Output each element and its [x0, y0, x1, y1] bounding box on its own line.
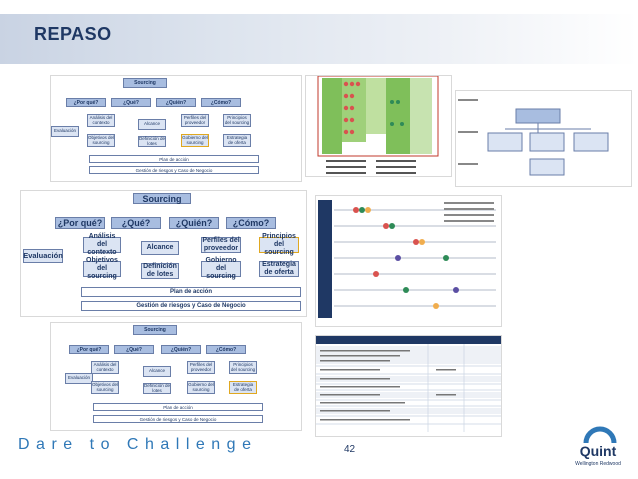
scope-box: Alcance	[143, 366, 171, 377]
org-chart-thumbnail	[455, 90, 632, 187]
slide-title: REPASO	[34, 24, 112, 44]
logo-arc-icon	[583, 426, 617, 444]
objectives-box: Objetivos del sourcing	[83, 257, 121, 280]
question-how: ¿Cómo?	[206, 345, 246, 354]
risk-bar: Gestión de riesgos y Caso de Negocio	[81, 301, 301, 311]
action-plan-bar: Plan de acción	[81, 287, 301, 297]
principles-box: Principios del sourcing	[223, 114, 251, 127]
lots-box: Definición de lotes	[143, 382, 171, 394]
quint-logo: Quint Wellington Redwood	[566, 415, 630, 473]
governance-box: Gobierno del sourcing	[187, 381, 215, 394]
org-chart-graphic	[458, 99, 609, 176]
context-box: Análisis del contexto	[83, 233, 121, 256]
offer-strategy-box: Estrategia de oferta	[259, 261, 299, 277]
matrix-thumbnail	[305, 75, 452, 177]
governance-box: Gobierno del sourcing	[181, 134, 209, 147]
evaluation-box: Evaluación	[51, 126, 79, 137]
lots-box: Definición de lotes	[141, 263, 179, 279]
supplier-profile-box: Perfiles del proveedor	[187, 361, 215, 374]
action-plan-bar: Plan de acción	[89, 155, 259, 163]
lots-box: Definición de lotes	[138, 135, 166, 147]
question-why: ¿Por qué?	[66, 98, 106, 107]
supplier-profile-box: Perfiles del proveedor	[181, 114, 209, 127]
context-box: Análisis del contexto	[87, 114, 115, 127]
framework-header: Sourcing	[123, 78, 167, 88]
offer-strategy-box: Estrategia de oferta	[229, 381, 257, 394]
question-what: ¿Qué?	[114, 345, 154, 354]
objectives-box: Objetivos del sourcing	[87, 134, 115, 147]
principles-box: Principios del sourcing	[259, 233, 299, 256]
title-bar	[0, 14, 638, 64]
objectives-box: Objetivos del sourcing	[91, 381, 119, 394]
question-how: ¿Cómo?	[226, 217, 276, 229]
matrix-graphic	[317, 75, 439, 174]
framework-thumbnail-top: Sourcing ¿Por qué? ¿Qué? ¿Quién? ¿Cómo? …	[50, 75, 302, 182]
question-why: ¿Por qué?	[69, 345, 109, 354]
logo-subtext: Wellington Redwood	[575, 461, 621, 467]
question-who: ¿Quién?	[156, 98, 196, 107]
question-what: ¿Qué?	[111, 217, 161, 229]
framework-thumbnail-bottom: Sourcing ¿Por qué? ¿Qué? ¿Quién? ¿Cómo? …	[50, 322, 302, 431]
principles-box: Principios del sourcing	[229, 361, 257, 374]
logo-text: Quint	[579, 443, 617, 459]
action-plan-bar: Plan de acción	[93, 403, 263, 411]
roadmap-thumbnail	[315, 195, 502, 327]
framework-main: Sourcing ¿Por qué? ¿Qué? ¿Quién? ¿Cómo? …	[20, 190, 307, 317]
risk-bar: Gestión de riesgos y Caso de Negocio	[89, 166, 259, 174]
question-why: ¿Por qué?	[55, 217, 105, 229]
question-who: ¿Quién?	[169, 217, 219, 229]
roadmap-graphic	[318, 200, 496, 318]
table-graphic	[316, 336, 501, 432]
question-who: ¿Quién?	[161, 345, 201, 354]
page-number: 42	[344, 444, 356, 455]
supplier-profile-box: Perfiles del proveedor	[201, 237, 241, 253]
context-box: Análisis del contexto	[91, 361, 119, 374]
scope-box: Alcance	[141, 241, 179, 255]
risk-bar: Gestión de riesgos y Caso de Negocio	[93, 415, 263, 423]
framework-header: Sourcing	[133, 193, 191, 204]
offer-strategy-box: Estrategia de oferta	[223, 134, 251, 147]
evaluation-box: Evaluación	[65, 373, 93, 384]
footer-tagline: Dare to Challenge	[18, 436, 258, 453]
table-thumbnail	[315, 335, 502, 437]
scope-box: Alcance	[138, 119, 166, 130]
governance-box: Gobierno del sourcing	[201, 257, 241, 280]
question-how: ¿Cómo?	[201, 98, 241, 107]
question-what: ¿Qué?	[111, 98, 151, 107]
framework-header: Sourcing	[133, 325, 177, 335]
evaluation-box: Evaluación	[23, 249, 63, 263]
